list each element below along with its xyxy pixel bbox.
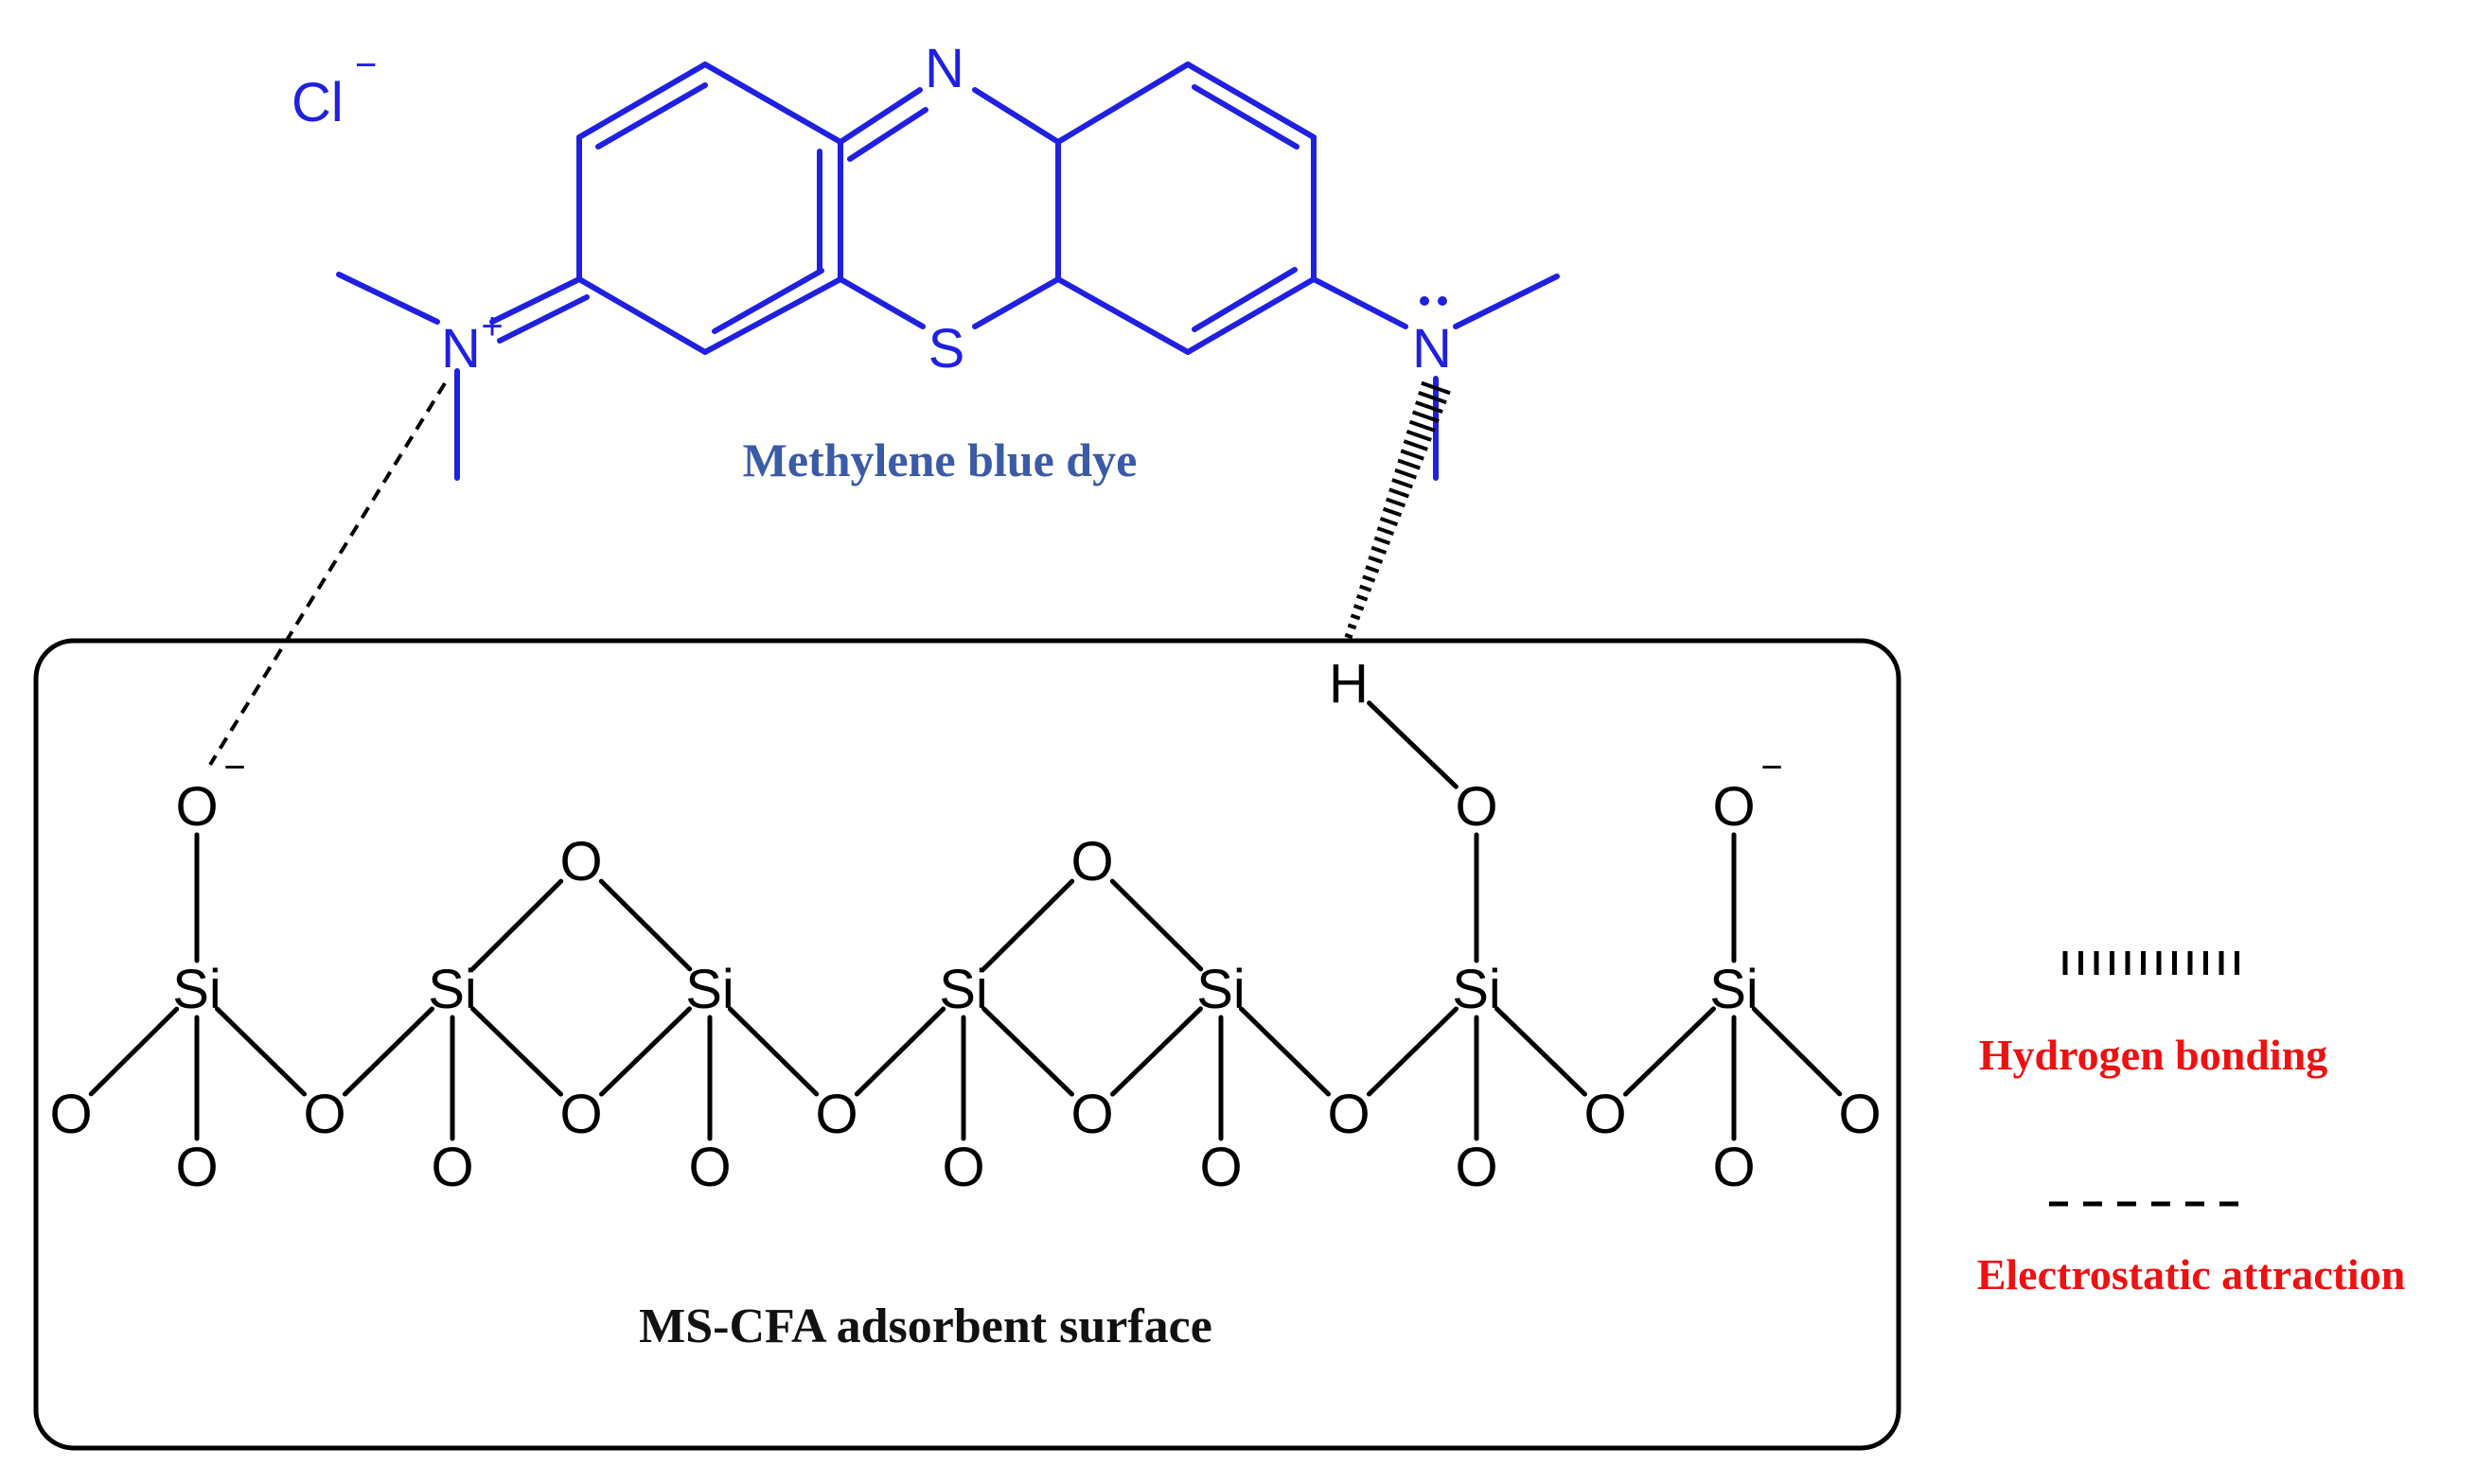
silicon-atom: Si <box>685 959 734 1020</box>
electrostatic-legend-label: Electrostatic attraction <box>1977 1250 2406 1298</box>
electrostatic-attraction-bond <box>208 381 447 767</box>
oxygen-atom: O <box>1838 1084 1881 1145</box>
chloride-negative-charge: − <box>355 44 377 86</box>
ring-nitrogen-atom: N <box>925 38 964 99</box>
methylene-blue-molecule <box>336 62 1560 481</box>
oxygen-atom: O <box>1199 1137 1242 1198</box>
bridging-oxygen-atom: O <box>303 1084 345 1145</box>
amine-nitrogen-atom: N <box>1412 318 1452 380</box>
hydrogen-bonding-legend-label: Hydrogen bonding <box>1979 1031 2328 1079</box>
hydrogen-bonding-legend-symbol <box>2062 951 2239 975</box>
silicon-atom: Si <box>1452 959 1501 1020</box>
hydrogen-bond-wedge <box>1344 380 1451 640</box>
silicon-atom: Si <box>428 959 477 1020</box>
oxygen-atom: O <box>1455 1137 1497 1198</box>
silicon-atom: Si <box>1709 959 1759 1020</box>
negative-oxygen-atom: O <box>1712 776 1755 838</box>
hydroxyl-oxygen-atom: O <box>1455 776 1497 838</box>
bridging-oxygen-atom: O <box>815 1084 857 1145</box>
nitrogen-positive-charge: + <box>481 306 503 347</box>
hydrogen-atom: H <box>1329 653 1369 715</box>
oxygen-negative-charge: − <box>223 747 245 788</box>
oxygen-negative-charge: − <box>1760 747 1782 788</box>
methylene-blue-label: Methylene blue dye <box>743 433 1138 486</box>
silica-network-bonds <box>88 700 1843 1141</box>
oxygen-atom: O <box>942 1137 984 1198</box>
bridging-oxygen-atom: O <box>559 831 602 892</box>
oxygen-atom: O <box>49 1084 92 1145</box>
bridging-oxygen-atom: O <box>1070 831 1113 892</box>
oxygen-atom: O <box>175 1137 218 1198</box>
silicon-atom: Si <box>939 959 988 1020</box>
bridging-oxygen-atom: O <box>1583 1084 1626 1145</box>
quaternary-nitrogen-atom: N <box>441 318 481 380</box>
adsorbent-surface-box <box>33 638 1901 1451</box>
lone-pair-dot <box>1438 296 1447 306</box>
ring-sulfur-atom: S <box>928 318 965 380</box>
bridging-oxygen-atom: O <box>1327 1084 1370 1145</box>
lone-pair-dot <box>1420 296 1429 306</box>
negative-oxygen-atom: O <box>175 776 218 838</box>
surface-label: MS-CFA adsorbent surface <box>639 1299 1212 1353</box>
bridging-oxygen-atom: O <box>1070 1084 1113 1145</box>
oxygen-atom: O <box>688 1137 731 1198</box>
silicon-atom: Si <box>1196 959 1246 1020</box>
bridging-oxygen-atom: O <box>559 1084 602 1145</box>
oxygen-atom: O <box>1712 1137 1755 1198</box>
oxygen-atom: O <box>431 1137 473 1198</box>
silicon-atom: Si <box>172 959 221 1020</box>
chloride-ion: Cl <box>292 72 344 133</box>
